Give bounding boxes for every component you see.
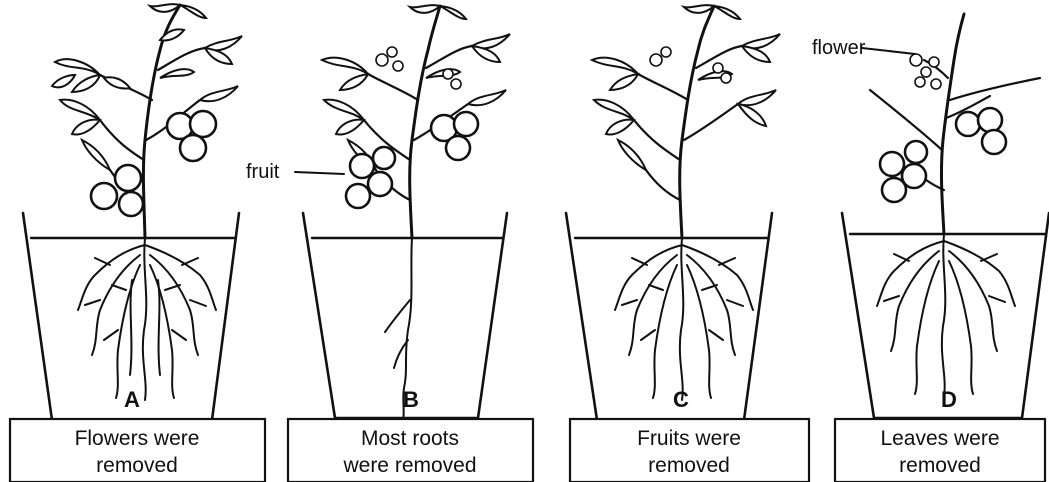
leaves-c — [592, 5, 780, 170]
roots-c — [615, 238, 753, 400]
roots-a — [78, 238, 216, 400]
fruits-a — [91, 111, 216, 216]
panel-d: flower D Leaves were removed — [812, 14, 1049, 482]
flower-leader-line — [862, 48, 915, 54]
caption-line1: Fruits were — [637, 427, 741, 450]
fruits-b — [346, 112, 478, 208]
panel-letter: C — [673, 387, 689, 412]
caption-line1: Flowers were — [75, 427, 200, 450]
pot-c — [566, 213, 772, 420]
panel-letter: B — [403, 387, 419, 412]
panel-letter: A — [124, 387, 140, 412]
flowers-b — [376, 47, 461, 89]
flowers-d — [910, 54, 941, 89]
leaves-b — [322, 5, 510, 170]
leaves-a — [52, 4, 242, 170]
panel-letter: D — [941, 387, 957, 412]
panel-b: fruit B Most roots were removed — [246, 5, 533, 482]
flower-callout: flower — [812, 37, 915, 59]
caption-line2: were removed — [342, 454, 476, 477]
fruit-label: fruit — [246, 161, 280, 183]
caption-line2: removed — [648, 454, 730, 477]
stem-c — [634, 6, 742, 238]
caption-line2: removed — [96, 454, 178, 477]
fruit-callout: fruit — [246, 161, 344, 183]
caption-line1: Leaves were — [880, 427, 999, 450]
caption-line1: Most roots — [361, 427, 459, 450]
panel-a: A Flowers were removed — [10, 4, 265, 482]
roots-d — [877, 234, 1015, 396]
flower-label: flower — [812, 37, 866, 59]
fruit-leader-line — [295, 172, 344, 174]
caption-line2: removed — [899, 454, 981, 477]
panel-c: C Fruits were removed — [566, 5, 809, 482]
